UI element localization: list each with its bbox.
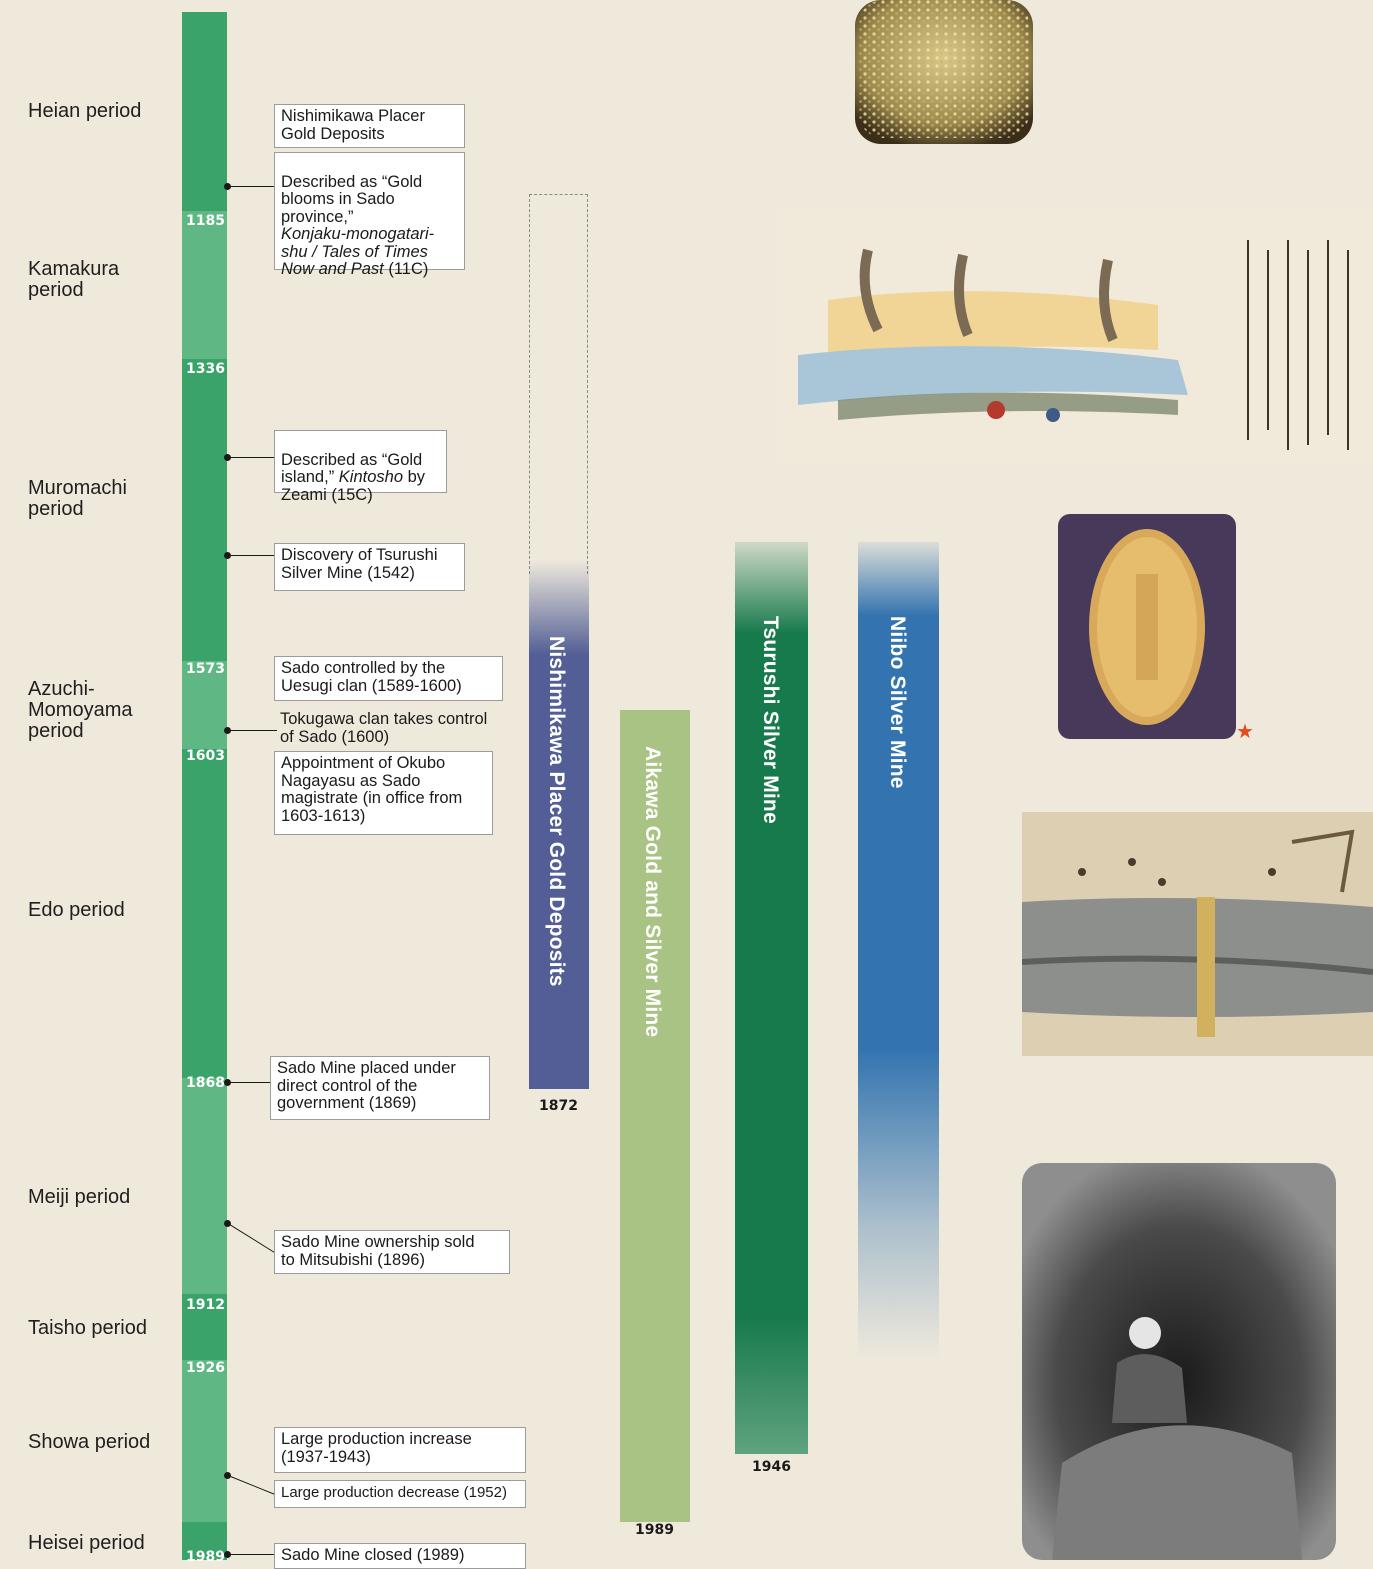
- event-connector: [227, 1223, 278, 1255]
- mine-label-tsurushi: Tsurushi Silver Mine: [759, 616, 782, 824]
- event-connector: [228, 730, 277, 732]
- event-dot: [224, 1472, 231, 1479]
- period-heisei: Heisei period: [28, 1532, 145, 1554]
- event-uesugi: Sado controlled by the Uesugi clan (1589…: [274, 656, 503, 701]
- spine-segment-muromachi: [182, 359, 227, 661]
- star-icon: ★: [1236, 721, 1254, 743]
- koban-coin-photo: [1058, 514, 1236, 739]
- event-connector: [228, 186, 274, 188]
- mine-bar-nishimikawa: [529, 560, 589, 1089]
- book-title: Konjaku-monogatari- shu / Tales of Times…: [281, 225, 435, 278]
- book-title: Kintosho: [338, 468, 403, 486]
- event-connector: [228, 457, 274, 459]
- event-mitsubishi: Sado Mine ownership sold to Mitsubishi (…: [274, 1230, 510, 1274]
- period-kamakura: Kamakura period: [28, 258, 120, 301]
- mine-end-year-aikawa: 1989: [635, 1522, 674, 1538]
- event-text: by Zeami (15C): [281, 468, 426, 504]
- event-dot: [224, 552, 231, 559]
- event-connector: [228, 555, 274, 557]
- period-heian: Heian period: [28, 100, 142, 122]
- event-text: Described as “Gold island,”: [281, 450, 423, 486]
- period-muromachi: Muromachi period: [28, 477, 127, 520]
- year-1868: 1868: [186, 1075, 225, 1091]
- mine-label-nishimikawa: Nishimikawa Placer Gold Deposits: [545, 636, 568, 987]
- event-dot: [224, 727, 231, 734]
- event-konjaku-monogatari: Described as “Gold blooms in Sado provin…: [274, 152, 465, 278]
- period-azuchi-momoyama: Azuchi- Momoyama period: [28, 678, 133, 742]
- event-production-decrease: Large production decrease (1952): [274, 1480, 526, 1508]
- mine-end-year-tsurushi: 1946: [752, 1459, 791, 1475]
- event-connector: [228, 1082, 270, 1084]
- event-nishimikawa-placer: Nishimikawa Placer Gold Deposits: [274, 104, 465, 148]
- event-text: (11C): [383, 260, 429, 278]
- event-connector: [228, 1554, 274, 1556]
- event-okubo-nagayasu: Appointment of Okubo Nagayasu as Sado ma…: [274, 751, 493, 835]
- year-1336: 1336: [186, 361, 225, 377]
- spine-segment-heian: [182, 12, 227, 211]
- year-1573: 1573: [186, 661, 225, 677]
- gold-dust-photo: [855, 0, 1033, 144]
- event-tsurushi-discovery: Discovery of Tsurushi Silver Mine (1542): [274, 543, 465, 591]
- mine-label-niibo: Niibo Silver Mine: [886, 616, 909, 789]
- year-1185: 1185: [186, 213, 225, 229]
- event-government-control: Sado Mine placed under direct control of…: [270, 1056, 490, 1120]
- placer-scroll-painting: [778, 210, 1373, 462]
- event-dot: [224, 1551, 231, 1558]
- period-showa: Showa period: [28, 1431, 151, 1453]
- event-mine-closed: Sado Mine closed (1989): [274, 1543, 526, 1569]
- event-connector: [227, 1475, 278, 1497]
- event-kintosho: Described as “Gold island,” Kintosho by …: [274, 430, 447, 503]
- mine-bar-aikawa: [620, 710, 690, 1522]
- year-1912: 1912: [186, 1297, 225, 1313]
- year-1989: 1989: [186, 1549, 225, 1565]
- event-dot: [224, 1220, 231, 1227]
- mining-scroll-painting: [1022, 812, 1373, 1056]
- spine-segment-heisei: [182, 1522, 227, 1560]
- event-tokugawa: Tokugawa clan takes control of Sado (160…: [280, 710, 488, 746]
- year-1603: 1603: [186, 748, 225, 764]
- event-production-increase: Large production increase (1937-1943): [274, 1427, 526, 1473]
- period-edo: Edo period: [28, 899, 125, 921]
- nishimikawa-dashed-outline: [529, 194, 588, 574]
- period-meiji: Meiji period: [28, 1186, 131, 1208]
- spine-segment-edo: [182, 749, 227, 1078]
- event-dot: [224, 454, 231, 461]
- miner-tunnel-photo: [1022, 1163, 1336, 1560]
- event-dot: [224, 183, 231, 190]
- period-taisho: Taisho period: [28, 1317, 147, 1339]
- mine-label-aikawa: Aikawa Gold and Silver Mine: [641, 746, 664, 1038]
- mine-bar-niibo: [858, 542, 939, 1360]
- year-1926: 1926: [186, 1360, 225, 1376]
- spine-segment-taisho: [182, 1294, 227, 1360]
- mine-bar-tsurushi: [735, 542, 808, 1454]
- event-text: Described as “Gold blooms in Sado provin…: [281, 172, 423, 226]
- mine-end-year-nishimikawa: 1872: [539, 1098, 578, 1114]
- event-dot: [224, 1079, 231, 1086]
